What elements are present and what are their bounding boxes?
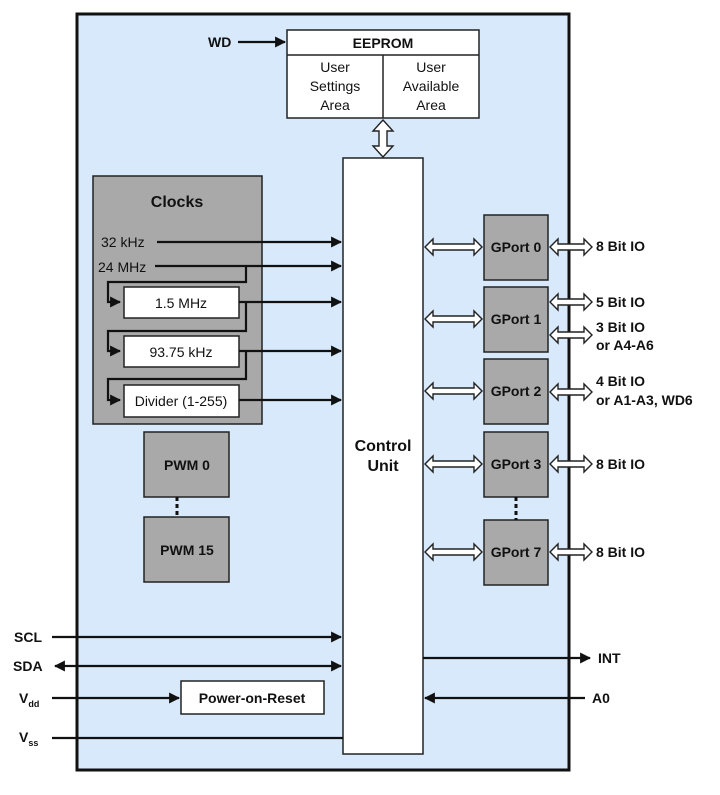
gport-label: GPort 2 bbox=[491, 383, 542, 399]
gport-bus-arrow bbox=[424, 381, 483, 401]
gport-bus-arrow bbox=[424, 309, 483, 329]
clock-24mhz-label: 24 MHz bbox=[98, 259, 146, 275]
gport-block bbox=[483, 286, 549, 353]
control-unit-block bbox=[342, 157, 424, 755]
gport-label: GPort 0 bbox=[491, 239, 542, 255]
gport-bus-arrow bbox=[424, 542, 483, 562]
pwm15-label: PWM 15 bbox=[160, 542, 214, 558]
gport-io-arrow bbox=[549, 325, 593, 345]
clock-1-5mhz-box bbox=[123, 286, 240, 319]
gport-io-arrow bbox=[549, 454, 593, 474]
clock-divider-box bbox=[123, 384, 240, 418]
eeprom-bus-arrow bbox=[371, 118, 395, 159]
control-unit-line1: Control bbox=[355, 438, 412, 455]
gport-io-label: 4 Bit IO bbox=[596, 373, 645, 389]
eeprom-right-line2: Available bbox=[403, 78, 460, 94]
int-label: INT bbox=[598, 650, 621, 666]
gport-bus-arrow bbox=[424, 454, 483, 474]
cascade-connector-1 bbox=[106, 266, 248, 308]
clock-divider-label: Divider (1-255) bbox=[135, 393, 228, 409]
gport-io-label: or A1-A3, WD6 bbox=[596, 392, 693, 408]
power-on-reset-label: Power-on-Reset bbox=[199, 690, 306, 706]
gport-io-label: 3 Bit IO bbox=[596, 319, 645, 335]
eeprom-right-line1: User bbox=[416, 59, 446, 75]
gport-io-arrow bbox=[549, 292, 593, 312]
gport-io-arrow bbox=[549, 382, 593, 402]
eeprom-right-line3: Area bbox=[416, 97, 446, 113]
scl-label: SCL bbox=[14, 629, 42, 645]
gport-io-label: or A4-A6 bbox=[596, 337, 654, 353]
gport-label: GPort 3 bbox=[491, 456, 542, 472]
clock-93-75khz-label: 93.75 kHz bbox=[149, 344, 212, 360]
gport-io-arrow bbox=[549, 542, 593, 562]
gport-io-label: 8 Bit IO bbox=[596, 238, 645, 254]
eeprom-title: EEPROM bbox=[353, 35, 414, 51]
gport-io-label: 8 Bit IO bbox=[596, 456, 645, 472]
pwm0-label: PWM 0 bbox=[164, 457, 210, 473]
wd-label: WD bbox=[208, 34, 231, 50]
a0-label: A0 bbox=[592, 690, 610, 706]
eeprom-block: EEPROM User Settings Area User Available… bbox=[286, 29, 480, 119]
sda-label: SDA bbox=[13, 658, 43, 674]
gport-block bbox=[483, 431, 549, 498]
gport-block bbox=[483, 519, 549, 586]
vdd-label: Vdd bbox=[19, 690, 39, 709]
pwm15-block bbox=[143, 516, 230, 583]
eeprom-left-line3: Area bbox=[320, 97, 350, 113]
gport-block bbox=[483, 358, 549, 425]
clock-93-75khz-box bbox=[123, 335, 240, 368]
gport-block bbox=[483, 214, 549, 281]
gport-label: GPort 1 bbox=[491, 311, 542, 327]
clock-1-5mhz-label: 1.5 MHz bbox=[155, 295, 207, 311]
cascade-connector-3 bbox=[106, 351, 248, 406]
pwm0-block bbox=[143, 431, 230, 498]
gport-io-arrow bbox=[549, 237, 593, 257]
eeprom-left-line2: Settings bbox=[310, 78, 361, 94]
gport-label: GPort 7 bbox=[491, 544, 542, 560]
vss-label: Vss bbox=[19, 729, 38, 748]
eeprom-left-line1: User bbox=[320, 59, 350, 75]
clocks-title: Clocks bbox=[151, 194, 204, 211]
cascade-connector-2 bbox=[106, 302, 248, 357]
gport-io-label: 8 Bit IO bbox=[596, 544, 645, 560]
power-on-reset-block bbox=[180, 680, 325, 715]
gport-io-label: 5 Bit IO bbox=[596, 294, 645, 310]
clock-32khz-label: 32 kHz bbox=[101, 234, 145, 250]
control-unit-line2: Unit bbox=[367, 458, 399, 475]
clocks-block: Clocks 32 kHz 24 MHz 1.5 MHz 93.75 kHz D… bbox=[92, 175, 263, 425]
gport-bus-arrow bbox=[424, 237, 483, 257]
